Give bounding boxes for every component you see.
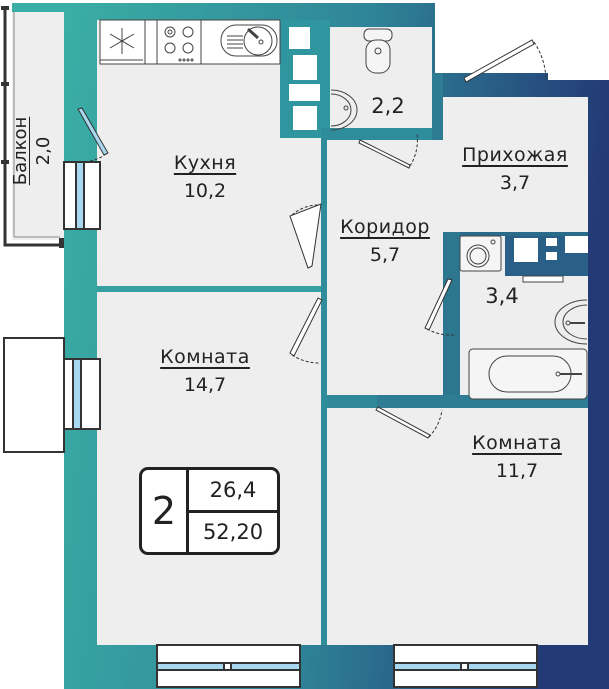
room2-name: Комната [472, 432, 562, 454]
hallway-name: Прихожая [462, 144, 568, 166]
ventilation-shafts [289, 27, 320, 130]
wc-area: 2,2 [371, 94, 405, 118]
balcony [1, 3, 64, 248]
window-bottom-left [156, 644, 301, 688]
room2-label: Комната 11,7 [452, 432, 582, 482]
hallway-area: 3,7 [499, 172, 531, 194]
balcony-label: Балкон 2,0 [2, 96, 62, 206]
hallway-label: Прихожая 3,7 [450, 144, 580, 194]
corridor-label: Коридор 5,7 [322, 216, 448, 266]
room1-label: Комната 14,7 [140, 346, 270, 396]
floors [97, 20, 588, 645]
room2-door [375, 406, 431, 439]
wc-door [358, 139, 411, 169]
room1-name: Комната [160, 346, 250, 368]
room2-area: 11,7 [495, 460, 539, 482]
kitchen-name: Кухня [173, 152, 237, 174]
bathtub-icon [468, 348, 588, 400]
kitchen-sink-icon [220, 24, 278, 57]
kitchen-counter [99, 19, 281, 65]
corridor-area: 5,7 [369, 244, 401, 266]
washing-machine-icon [459, 235, 502, 272]
total-area: 52,20 [202, 520, 264, 545]
corridor-name: Коридор [340, 216, 430, 238]
entrance-door [463, 39, 535, 83]
apartment-summary: 2 26,4 52,20 [139, 467, 280, 555]
doors [289, 39, 547, 439]
kitchen-door [289, 203, 322, 269]
room1-door [289, 297, 323, 357]
bathroom-door [424, 278, 453, 331]
cooktop-icon [164, 26, 194, 62]
living-area: 26,4 [189, 470, 277, 513]
balcony-name: Балкон [10, 116, 31, 186]
room2-floor [327, 408, 588, 645]
balcony-door [63, 107, 109, 230]
snowflake-icon [109, 28, 135, 54]
window-bottom-right [393, 644, 538, 688]
kitchen-area: 10,2 [183, 180, 227, 202]
window-left [3, 337, 101, 453]
washbasin-icon [554, 299, 588, 345]
bathroom-area: 3,4 [485, 284, 519, 308]
room1-area: 14,7 [183, 374, 227, 396]
kitchen-label: Кухня 10,2 [150, 152, 260, 202]
washbasin-icon [330, 89, 358, 131]
toilet-icon [363, 28, 393, 74]
rooms-count: 2 [142, 470, 189, 552]
bathroom-shafts [514, 236, 588, 262]
balcony-area: 2,0 [33, 136, 54, 166]
